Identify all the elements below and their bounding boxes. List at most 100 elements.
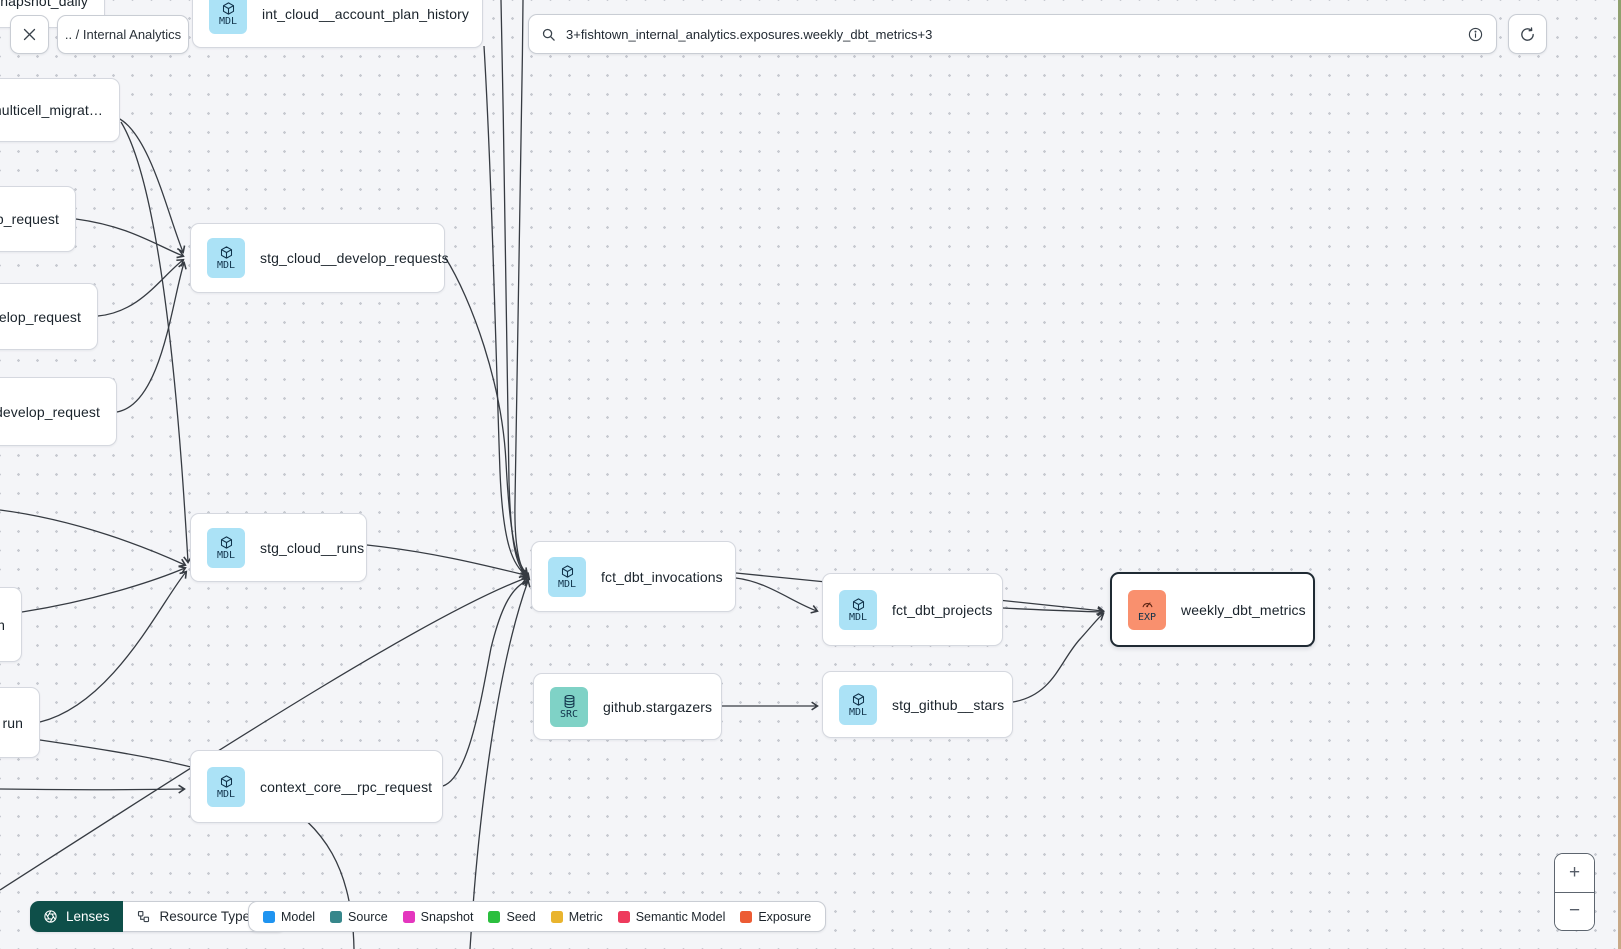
legend-label: Source xyxy=(348,909,388,924)
lineage-edge xyxy=(0,509,187,568)
lineage-edge xyxy=(117,117,186,254)
breadcrumb-label: .. / Internal Analytics xyxy=(64,27,182,42)
zoom-in-button[interactable]: + xyxy=(1555,854,1594,893)
node-label: context_core__rpc_request xyxy=(260,778,433,795)
node-develop_request_frag_3[interactable]: develop_request xyxy=(0,377,117,446)
node-stg_github__stars[interactable]: MDL stg_github__stars xyxy=(822,671,1013,738)
lineage-edge xyxy=(444,256,529,576)
model-badge: MDL xyxy=(209,0,247,34)
legend-item-semantic-model: Semantic Model xyxy=(617,909,726,924)
node-label: stg_cloud__runs xyxy=(260,539,365,556)
node-label: p_request xyxy=(0,211,59,227)
legend-label: Semantic Model xyxy=(635,909,726,924)
legend-item-snapshot: Snapshot xyxy=(402,909,474,924)
node-left_frag_run[interactable]: run xyxy=(0,687,40,758)
lineage-edge xyxy=(483,45,529,578)
search-input[interactable] xyxy=(564,25,1459,43)
lineage-edge xyxy=(116,261,187,413)
source-badge: SRC xyxy=(550,686,588,727)
lineage-edge xyxy=(75,218,185,259)
legend-label: Model xyxy=(281,909,316,924)
lineage-edge xyxy=(39,570,188,723)
node-context_core__rpc_request[interactable]: MDL context_core__rpc_request xyxy=(190,750,443,823)
badge-code: MDL xyxy=(216,549,236,561)
node-label: multicell_migrat… xyxy=(0,102,103,118)
node-develop_request_frag_1[interactable]: p_request xyxy=(0,186,76,252)
model-badge: MDL xyxy=(207,527,245,568)
cube-icon xyxy=(220,774,232,788)
node-left_frag_n[interactable]: n xyxy=(0,587,22,662)
refresh-button[interactable] xyxy=(1508,14,1547,54)
lineage-edge xyxy=(0,784,186,794)
legend-swatch xyxy=(330,910,343,923)
lineage-edge xyxy=(21,565,187,613)
lineage-edge xyxy=(735,577,819,614)
legend-swatch xyxy=(488,910,501,923)
lineage-edge xyxy=(0,575,528,891)
lenses-button[interactable]: Lenses xyxy=(30,901,123,932)
legend-label: Metric xyxy=(568,909,603,924)
legend-swatch xyxy=(263,910,275,923)
node-fct_dbt_invocations[interactable]: MDL fct_dbt_invocations xyxy=(531,541,736,612)
node-label: stg_github__stars xyxy=(892,696,1005,713)
search-bar[interactable] xyxy=(528,14,1497,54)
cube-icon xyxy=(852,692,864,706)
lenses-toolbar: Lenses Resource Type xyxy=(30,901,287,932)
cube-icon xyxy=(222,2,234,15)
legend-swatch xyxy=(740,910,753,923)
legend-label: Seed xyxy=(506,909,536,924)
badge-code: MDL xyxy=(848,706,868,718)
lineage-edge xyxy=(500,0,530,579)
legend-item-model: Model xyxy=(263,910,315,924)
refresh-icon xyxy=(1521,26,1534,41)
resource-type-label: Resource Type xyxy=(159,909,251,924)
node-label: stg_cloud__develop_requests xyxy=(260,250,449,266)
cube-icon xyxy=(561,564,573,578)
node-weekly_dbt_metrics[interactable]: EXP weekly_dbt_metrics xyxy=(1110,572,1315,647)
screen-edge-sliver xyxy=(1618,0,1621,949)
model-badge: MDL xyxy=(548,556,586,597)
node-label: fct_dbt_invocations xyxy=(601,568,723,585)
lineage-edge xyxy=(120,121,193,564)
model-badge: MDL xyxy=(207,766,245,807)
lineage-edge xyxy=(442,577,530,787)
node-label: n xyxy=(0,616,5,633)
badge-code: MDL xyxy=(848,611,868,623)
lineage-edge xyxy=(514,0,531,581)
legend-item-source: Source xyxy=(330,910,388,924)
lineage-edge xyxy=(1002,607,1105,617)
node-label: snapshot_daily xyxy=(0,0,88,9)
node-label: github.stargazers xyxy=(603,698,713,715)
model-badge: MDL xyxy=(839,589,877,630)
legend-swatch xyxy=(617,910,630,923)
cube-icon xyxy=(220,535,232,549)
lenses-label: Lenses xyxy=(66,909,110,924)
node-stg_cloud__runs[interactable]: MDL stg_cloud__runs xyxy=(190,513,367,582)
node-github.stargazers[interactable]: SRC github.stargazers xyxy=(533,673,722,740)
zoom-controls: + − xyxy=(1554,853,1595,931)
node-stg_cloud__develop_requests[interactable]: MDL stg_cloud__develop_requests xyxy=(190,223,449,293)
close-button[interactable] xyxy=(10,15,49,54)
node-multicell_migrat[interactable]: multicell_migrat… xyxy=(0,78,120,142)
node-snapshot_daily[interactable]: snapshot_daily xyxy=(0,0,105,28)
node-label: weekly_dbt_metrics xyxy=(1181,601,1306,618)
badge-code: EXP xyxy=(1137,611,1157,623)
badge-code: MDL xyxy=(218,16,238,27)
cube-icon xyxy=(852,597,864,611)
node-label: velop_request xyxy=(0,308,81,325)
breadcrumb[interactable]: .. / Internal Analytics xyxy=(57,15,189,54)
node-develop_request_frag_2[interactable]: velop_request xyxy=(0,283,98,350)
gauge-icon xyxy=(1142,601,1152,607)
model-badge: MDL xyxy=(207,238,245,278)
legend-swatch xyxy=(402,910,415,923)
legend-label: Snapshot xyxy=(420,909,474,924)
legend-item-metric: Metric xyxy=(550,909,603,924)
model-badge: MDL xyxy=(839,684,877,725)
info-icon[interactable] xyxy=(1467,26,1484,43)
zoom-out-button[interactable]: − xyxy=(1555,892,1594,930)
badge-code: SRC xyxy=(559,708,579,720)
